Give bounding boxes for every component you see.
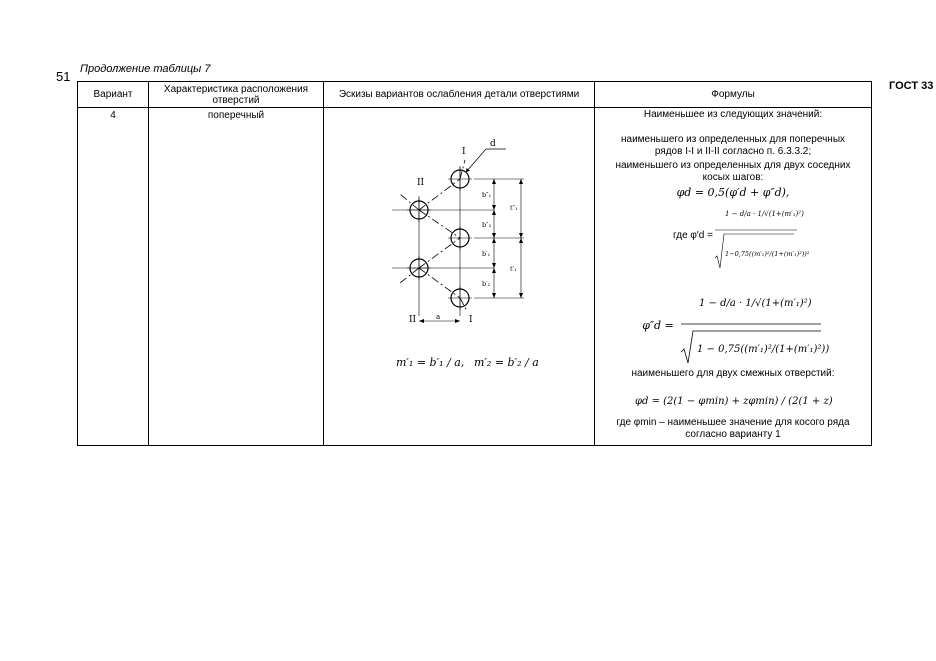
label-dim-a: a xyxy=(436,313,440,321)
formulas-line: наименьшего из определенных для поперечн… xyxy=(620,134,846,145)
formula-phi-adjacent: φd = (2(1 − φmin) + zφmin) / (2(1 + z) −… xyxy=(635,396,835,407)
hole-sketch-diagram: d I II II I a b″₁ b″₂ b′₁ b′₂ t″₁ t′₁ xyxy=(392,139,539,369)
standard-header: ГОСТ 33 xyxy=(889,80,934,92)
label-dim-t1p: t′₁ xyxy=(510,265,517,273)
label-section-II-top: II xyxy=(417,178,425,188)
table-caption: Продолжение таблицы 7 xyxy=(80,63,211,75)
formulas-line: косых шагов: xyxy=(702,172,764,183)
variant-value: 4 xyxy=(110,110,116,121)
data-table: Вариант Характеристика расположения отве… xyxy=(77,81,872,446)
formula-m1: m′₁ = b′₁ / a, xyxy=(396,356,464,369)
label-section-I-bottom: I xyxy=(469,315,473,325)
label-dim-b1pp: b″₁ xyxy=(482,191,492,199)
label-dim-b2p: b′₂ xyxy=(482,280,491,288)
cell-variant: 4 xyxy=(77,107,149,446)
svg-text:1 − d/a · 1/√(1+(m′₁)²): 1 − d/a · 1/√(1+(m′₁)²) xyxy=(699,298,812,309)
label-dim-b1p: b′₁ xyxy=(482,250,491,258)
formulas-adjacent: наименьшего для двух смежных отверстий: xyxy=(631,368,835,379)
characteristic-value: поперечный xyxy=(207,110,265,121)
formulas-line: наименьшего из определенных для двух сос… xyxy=(615,160,851,171)
formula-phi-dd-label: φ″d = xyxy=(642,319,674,332)
formulas-block: Наименьшее из следующих значений: наимен… xyxy=(595,108,871,442)
cell-characteristic: поперечный xyxy=(148,107,324,446)
formulas-where-min-2: согласно варианту 1 xyxy=(685,429,781,440)
label-d: d xyxy=(490,139,496,149)
formulas-intro: Наименьшее из следующих значений: xyxy=(643,109,823,120)
header-variant: Вариант xyxy=(77,81,149,108)
label-section-II-bottom: II xyxy=(409,315,417,325)
svg-text:1−0,75((m′₁)²/(1+(m′₁)²))²: 1−0,75((m′₁)²/(1+(m′₁)²))² xyxy=(725,250,809,258)
cell-formulas: Наименьшее из следующих значений: наимен… xyxy=(594,107,872,446)
formula-phi-adjacent-graphic: φd = (2(1 − φmin) + zφmin) / (2(1 + z) −… xyxy=(635,396,835,407)
formula-phi-d-main: φd = 0,5(φ′d + φ″d), xyxy=(676,186,790,199)
formula-where-phi-prime-label: где φ′d = xyxy=(673,230,713,241)
label-dim-t1pp: t″₁ xyxy=(510,204,518,212)
svg-text:1 − d/a · 1/√(1+(m′₁)²): 1 − d/a · 1/√(1+(m′₁)²) xyxy=(725,210,804,218)
formulas-where-min-1: где φmin – наименьшее значение для косог… xyxy=(616,417,850,428)
header-formulas: Формулы xyxy=(594,81,872,108)
formula-phi-prime-graphic: 1 − d/a · 1/√(1+(m′₁)²) 1−0,75((m′₁)²/(1… xyxy=(714,210,809,269)
header-characteristic: Характеристика расположения отверстий xyxy=(148,81,324,108)
table-header-row: Вариант Характеристика расположения отве… xyxy=(77,81,872,108)
table-row: 4 поперечный xyxy=(77,107,872,446)
header-sketches: Эскизы вариантов ослабления детали отвер… xyxy=(323,81,595,108)
label-section-I-top: I xyxy=(462,147,466,157)
svg-text:1 − 0,75((m′₁)²/(1+(m′₁)²))²: 1 − 0,75((m′₁)²/(1+(m′₁)²))² xyxy=(697,344,829,355)
page-number: 51 xyxy=(56,69,71,84)
formula-phi-dd-graphic: 1 − d/a · 1/√(1+(m′₁)²) 1 − 0,75((m′₁)²/… xyxy=(680,298,829,364)
cell-sketch: d I II II I a b″₁ b″₂ b′₁ b′₂ t″₁ t′₁ xyxy=(323,107,595,446)
label-dim-b2pp: b″₂ xyxy=(482,221,492,229)
formulas-line: рядов I-I и II-II согласно п. 6.3.3.2; xyxy=(654,146,812,157)
formula-m2: m′₂ = b′₂ / a xyxy=(474,356,539,369)
